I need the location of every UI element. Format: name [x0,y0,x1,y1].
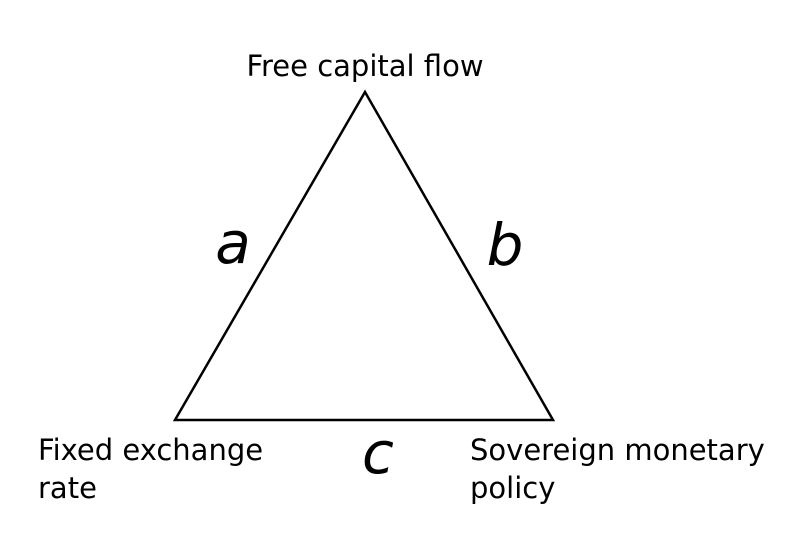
triangle-outline [172,89,556,422]
vertex-label-sovereign-monetary-policy-line2: policy [470,471,556,506]
edge-label-b: b [486,211,524,279]
vertex-label-free-capital-flow: Free capital flow [246,49,484,83]
vertex-label-sovereign-monetary-policy: Sovereign monetary policy [470,431,765,508]
edge-label-c: c [362,419,394,487]
edge-label-a: a [215,209,251,277]
vertex-label-fixed-exchange-rate-line1: Fixed exchange [38,433,264,467]
vertex-label-fixed-exchange-rate-line2: rate [38,471,97,506]
vertex-label-sovereign-monetary-policy-line1: Sovereign monetary [470,433,765,467]
vertex-label-fixed-exchange-rate: Fixed exchange rate [38,431,263,508]
